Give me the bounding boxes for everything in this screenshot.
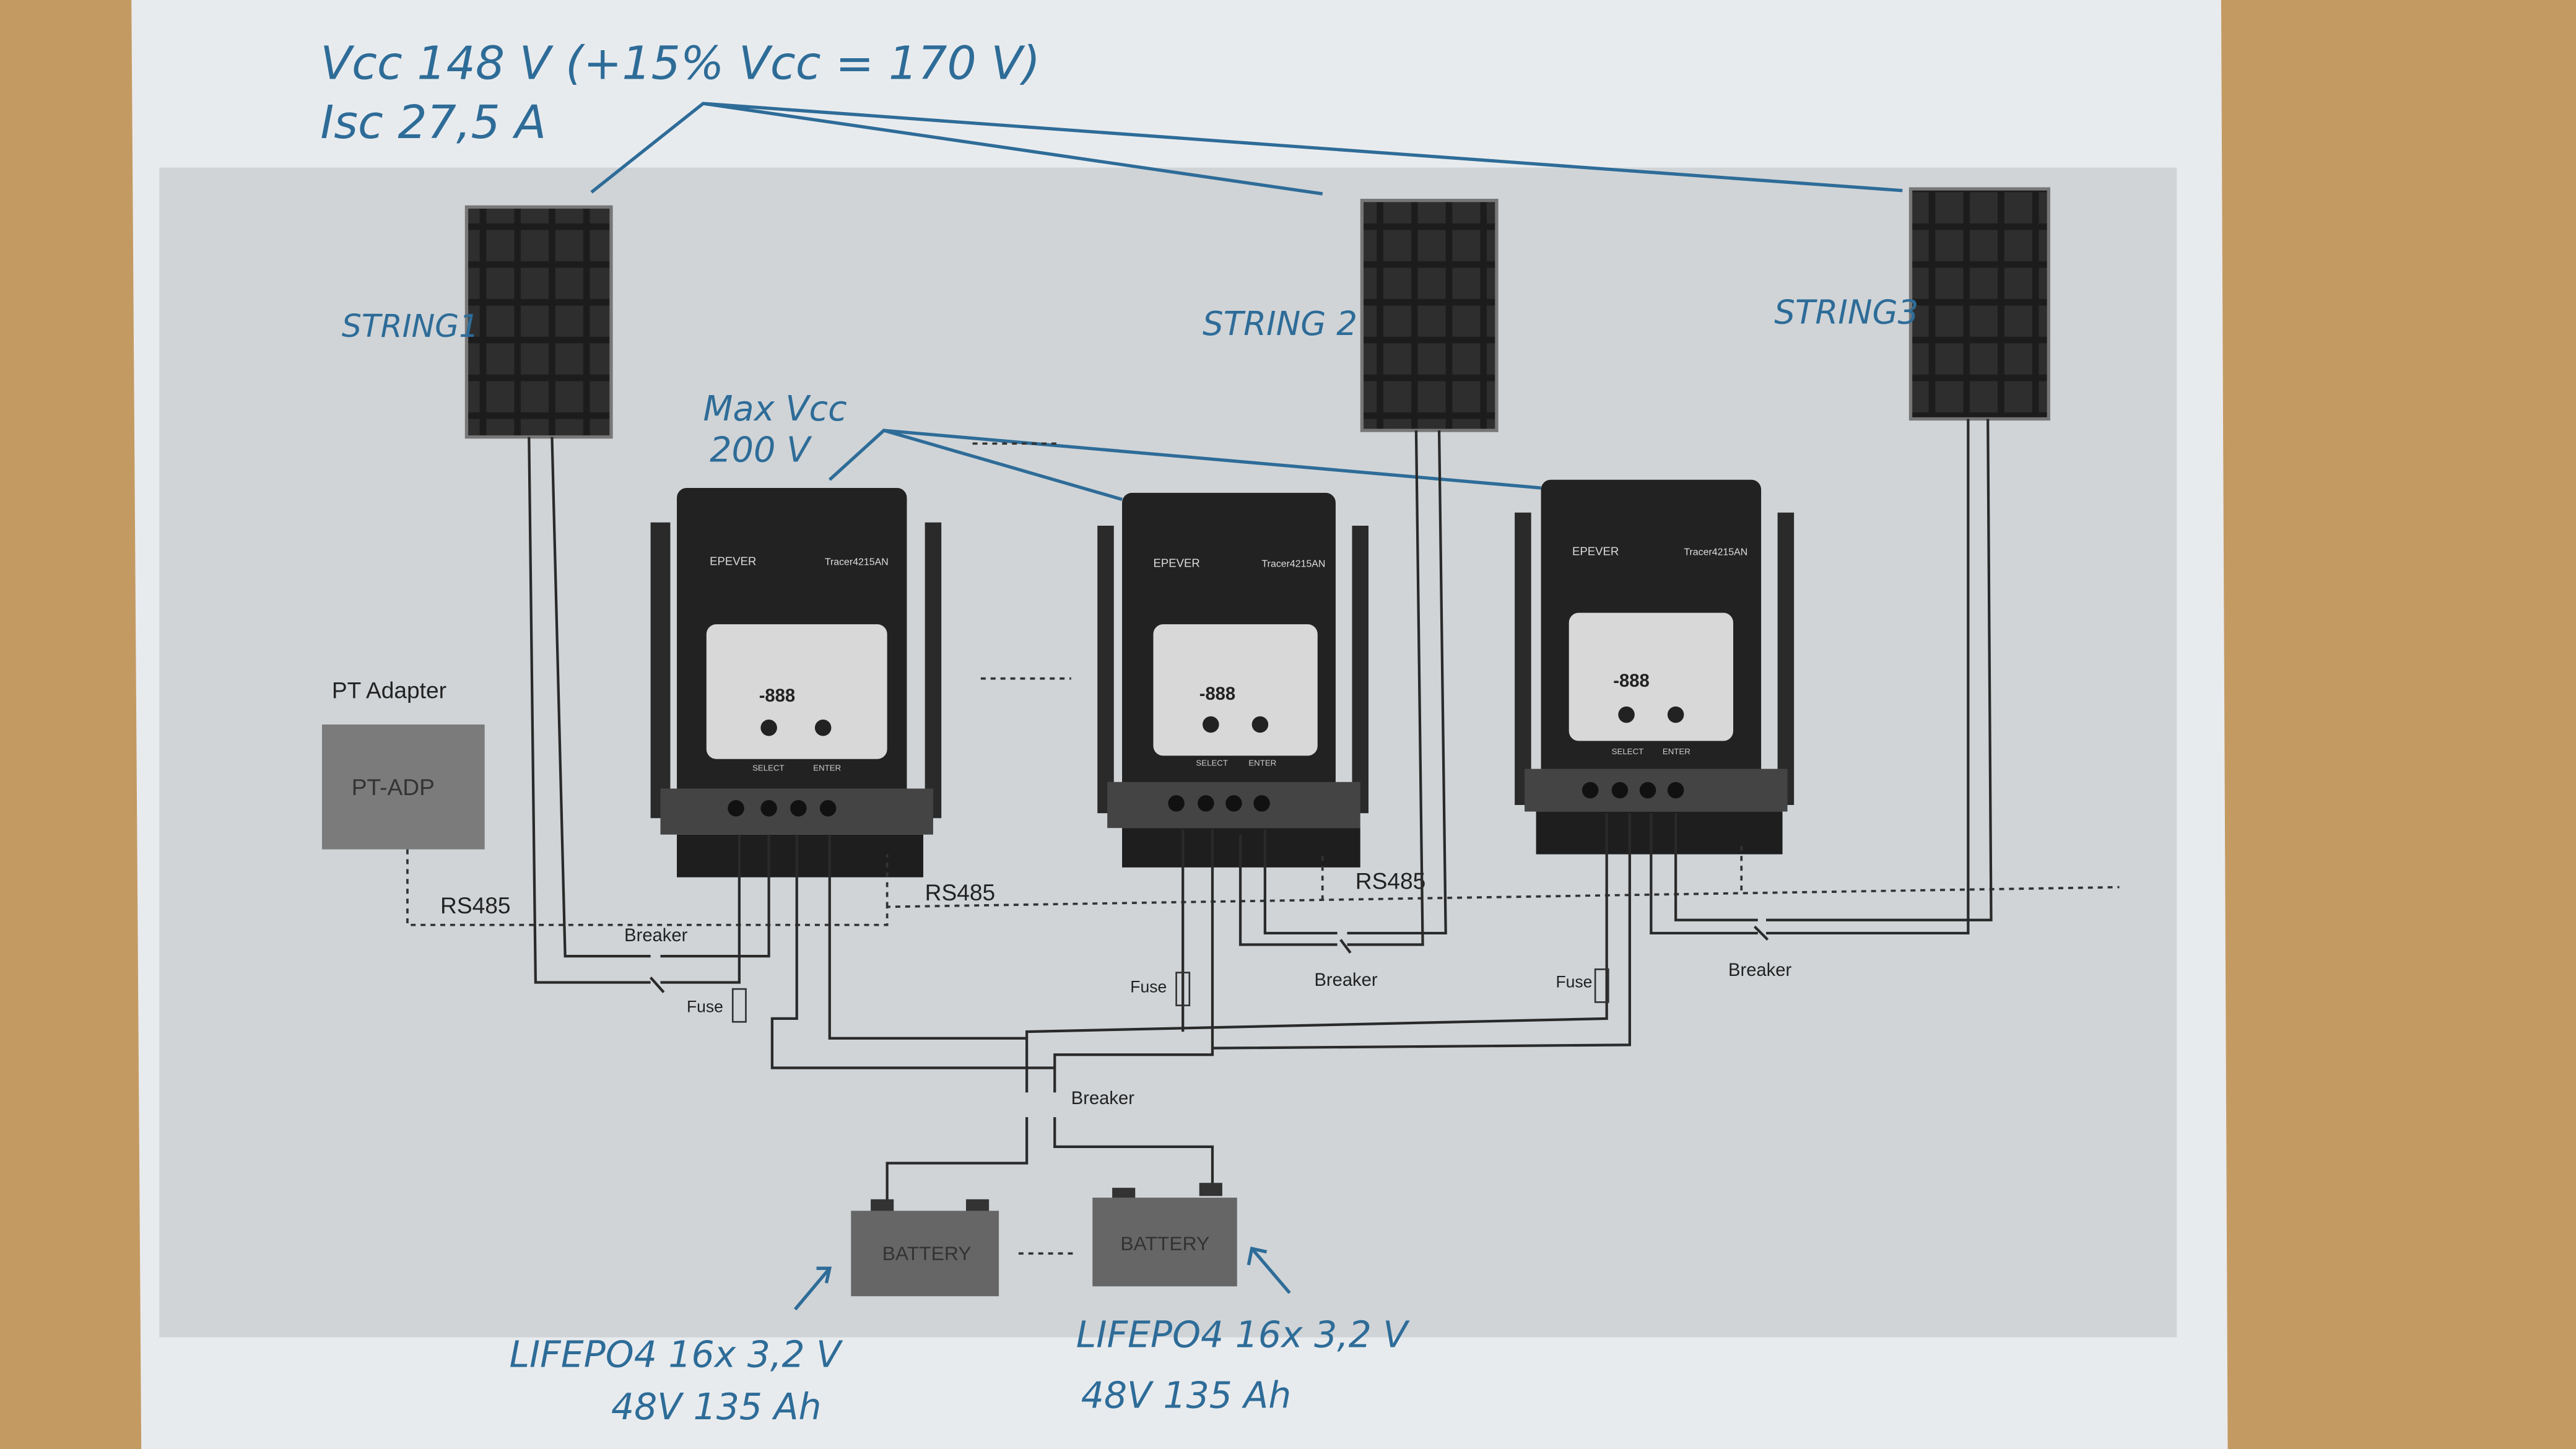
- battery1-spec-line2: 48V 135 Ah: [611, 1386, 822, 1428]
- select-button[interactable]: [1203, 716, 1219, 733]
- controller-brand: EPEVER: [1572, 545, 1619, 558]
- breaker-label-1: Breaker: [624, 926, 687, 946]
- charge-controller-2: EPEVER Tracer4215AN -888 SELECT ENTER: [1097, 492, 1368, 868]
- charge-controller-1: EPEVER Tracer4215AN -888 SELECT ENTER: [650, 487, 942, 877]
- fuse-symbol-2: [1175, 972, 1191, 1006]
- battery2-spec-line2: 48V 135 Ah: [1081, 1375, 1292, 1417]
- pv-wiring: [528, 419, 1993, 984]
- controller-display: -888: [759, 686, 795, 706]
- battery1-spec-line1: LIFEPO4 16x 3,2 V: [509, 1333, 843, 1375]
- battery-bus-wiring: [770, 813, 1631, 1208]
- select-label: SELECT: [752, 763, 785, 772]
- select-label: SELECT: [1612, 747, 1644, 756]
- controller-brand: EPEVER: [710, 555, 756, 568]
- string2-label: STRING 2: [1203, 305, 1357, 343]
- battery-pointer-arrows: [794, 1247, 1291, 1311]
- battery2-spec-line1: LIFEPO4 16x 3,2 V: [1076, 1314, 1411, 1356]
- max-vcc-value: 200 V: [710, 430, 812, 471]
- string-specs-voltage: Vcc 148 V (+15% Vcc = 170 V): [320, 36, 1040, 90]
- rs485-label-2: RS485: [925, 879, 996, 905]
- controller-display: -888: [1613, 671, 1649, 691]
- string-specs-current: Isc 27,5 A: [320, 95, 546, 149]
- fuse-label-1: Fuse: [687, 997, 723, 1016]
- battery-label: BATTERY: [1120, 1232, 1209, 1255]
- ellipsis-dashes: [972, 442, 1071, 680]
- enter-button[interactable]: [814, 720, 832, 736]
- select-button[interactable]: [1618, 706, 1635, 723]
- string3-label: STRING3: [1774, 294, 1918, 332]
- solar-panel-string2: [1360, 199, 1499, 432]
- enter-button[interactable]: [1667, 706, 1684, 723]
- controller-model: Tracer4215AN: [1684, 547, 1747, 558]
- fuse-symbol-3: [1594, 968, 1609, 1003]
- pt-adapter-label: PT Adapter: [332, 677, 446, 703]
- max-vcc-pointer-lines: [829, 429, 1541, 502]
- breaker-label-3: Breaker: [1728, 960, 1791, 980]
- rs485-label-1: RS485: [440, 892, 511, 918]
- fuse-symbol-1: [731, 988, 747, 1023]
- breaker-label-main: Breaker: [1071, 1089, 1134, 1108]
- max-vcc-label: Max Vcc: [703, 389, 847, 429]
- enter-button[interactable]: [1251, 716, 1269, 733]
- enter-label: ENTER: [1248, 758, 1276, 767]
- fuse-label-3: Fuse: [1556, 972, 1592, 991]
- breaker-label-2: Breaker: [1314, 970, 1377, 990]
- rs485-bus: [406, 846, 2120, 926]
- enter-label: ENTER: [1663, 747, 1690, 756]
- fuse-label-2: Fuse: [1130, 977, 1167, 996]
- annotation-pointer-lines: [590, 102, 1903, 196]
- rs485-label-3: RS485: [1355, 868, 1426, 894]
- pt-adapter-box-text: PT-ADP: [352, 774, 435, 800]
- enter-label: ENTER: [813, 763, 841, 772]
- solar-panel-string3: [1908, 187, 2051, 421]
- string1-label: STRING1: [342, 308, 479, 344]
- solar-panel-string1: [464, 205, 613, 439]
- charge-controller-3: EPEVER Tracer4215AN -888 SELECT ENTER: [1515, 479, 1795, 855]
- pt-adapter-box: [322, 724, 485, 850]
- battery-1: BATTERY: [851, 1199, 999, 1297]
- controller-model: Tracer4215AN: [1262, 559, 1326, 569]
- battery-2: BATTERY: [1092, 1183, 1237, 1287]
- select-label: SELECT: [1196, 758, 1228, 767]
- battery-label: BATTERY: [882, 1242, 972, 1264]
- select-button[interactable]: [760, 720, 777, 736]
- controller-display: -888: [1199, 684, 1235, 704]
- controller-model: Tracer4215AN: [825, 557, 889, 568]
- breaker-symbols: [650, 925, 1769, 993]
- controller-brand: EPEVER: [1153, 556, 1199, 569]
